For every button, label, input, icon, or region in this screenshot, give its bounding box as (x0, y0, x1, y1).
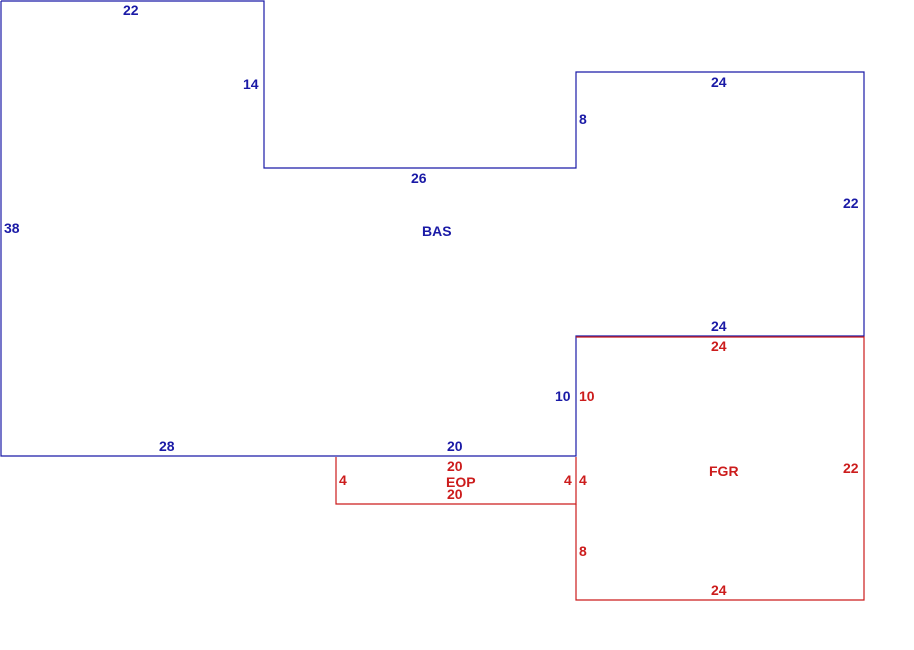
dimension-label: 4 (339, 472, 347, 488)
bas-outline (0, 0, 865, 457)
dimension-label: 24 (711, 338, 727, 354)
dimension-label: 8 (579, 111, 587, 127)
dimension-label: 4 (564, 472, 572, 488)
eop-outline (335, 457, 577, 505)
dimension-label: 20 (447, 438, 463, 454)
dimension-label: 10 (555, 388, 571, 404)
fgr-outline (575, 336, 865, 601)
dimension-label: 26 (411, 170, 427, 186)
dimension-label: 24 (711, 318, 727, 334)
dimension-label: 22 (843, 195, 859, 211)
dimension-label: 20 (447, 486, 463, 502)
dimension-label: 4 (579, 472, 587, 488)
eop-area-label: EOP (446, 474, 476, 490)
dimension-label: 8 (579, 543, 587, 559)
bas-area-label: BAS (422, 223, 452, 239)
dimension-label: 14 (243, 76, 259, 92)
dimension-label: 24 (711, 582, 727, 598)
dimension-label: 24 (711, 74, 727, 90)
dimension-label: 22 (843, 460, 859, 476)
dimension-label: 20 (447, 458, 463, 474)
dimension-label: 22 (123, 2, 139, 18)
dimension-label: 28 (159, 438, 175, 454)
dimension-label: 38 (4, 220, 20, 236)
fgr-area-label: FGR (709, 463, 739, 479)
dimension-label: 10 (579, 388, 595, 404)
